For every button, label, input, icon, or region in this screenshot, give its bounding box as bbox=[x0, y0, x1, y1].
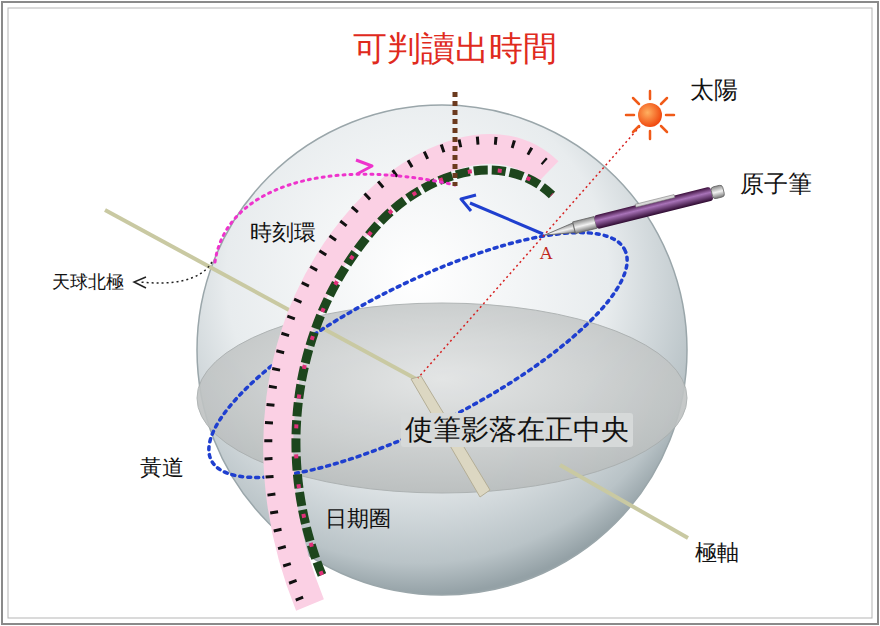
date-circle bbox=[296, 170, 552, 575]
polar-axis bbox=[560, 465, 688, 538]
projection-arrow bbox=[470, 203, 543, 234]
reading-pointer bbox=[453, 92, 458, 186]
north-pole-arrowhead bbox=[134, 277, 146, 288]
projection-arrowhead bbox=[461, 195, 476, 211]
date-marks bbox=[296, 170, 552, 575]
shadow-note: 使筆影落在正中央 bbox=[401, 413, 633, 447]
pole-label: 天球北極 bbox=[52, 271, 124, 293]
hour-ring bbox=[278, 149, 548, 605]
ecliptic-circle bbox=[180, 187, 657, 522]
sun-label: 太陽 bbox=[690, 76, 738, 105]
rotation-arrowhead bbox=[356, 160, 372, 174]
sun-ray bbox=[418, 115, 650, 378]
point-label: A bbox=[540, 243, 552, 263]
date-circle-label: 日期圈 bbox=[325, 506, 391, 532]
pen-label: 原子筆 bbox=[740, 170, 812, 199]
reading-callout: 可判讀出時間 bbox=[353, 28, 557, 69]
sun-symbol bbox=[626, 91, 674, 139]
hour-ring-label: 時刻環 bbox=[250, 220, 316, 246]
inner-frame bbox=[8, 8, 872, 618]
ecliptic-label: 黃道 bbox=[140, 455, 184, 481]
pen-symbol bbox=[543, 183, 725, 242]
axis-label: 極軸 bbox=[695, 540, 739, 566]
rotation-arc bbox=[215, 174, 455, 262]
north-pole-leader bbox=[140, 262, 212, 283]
